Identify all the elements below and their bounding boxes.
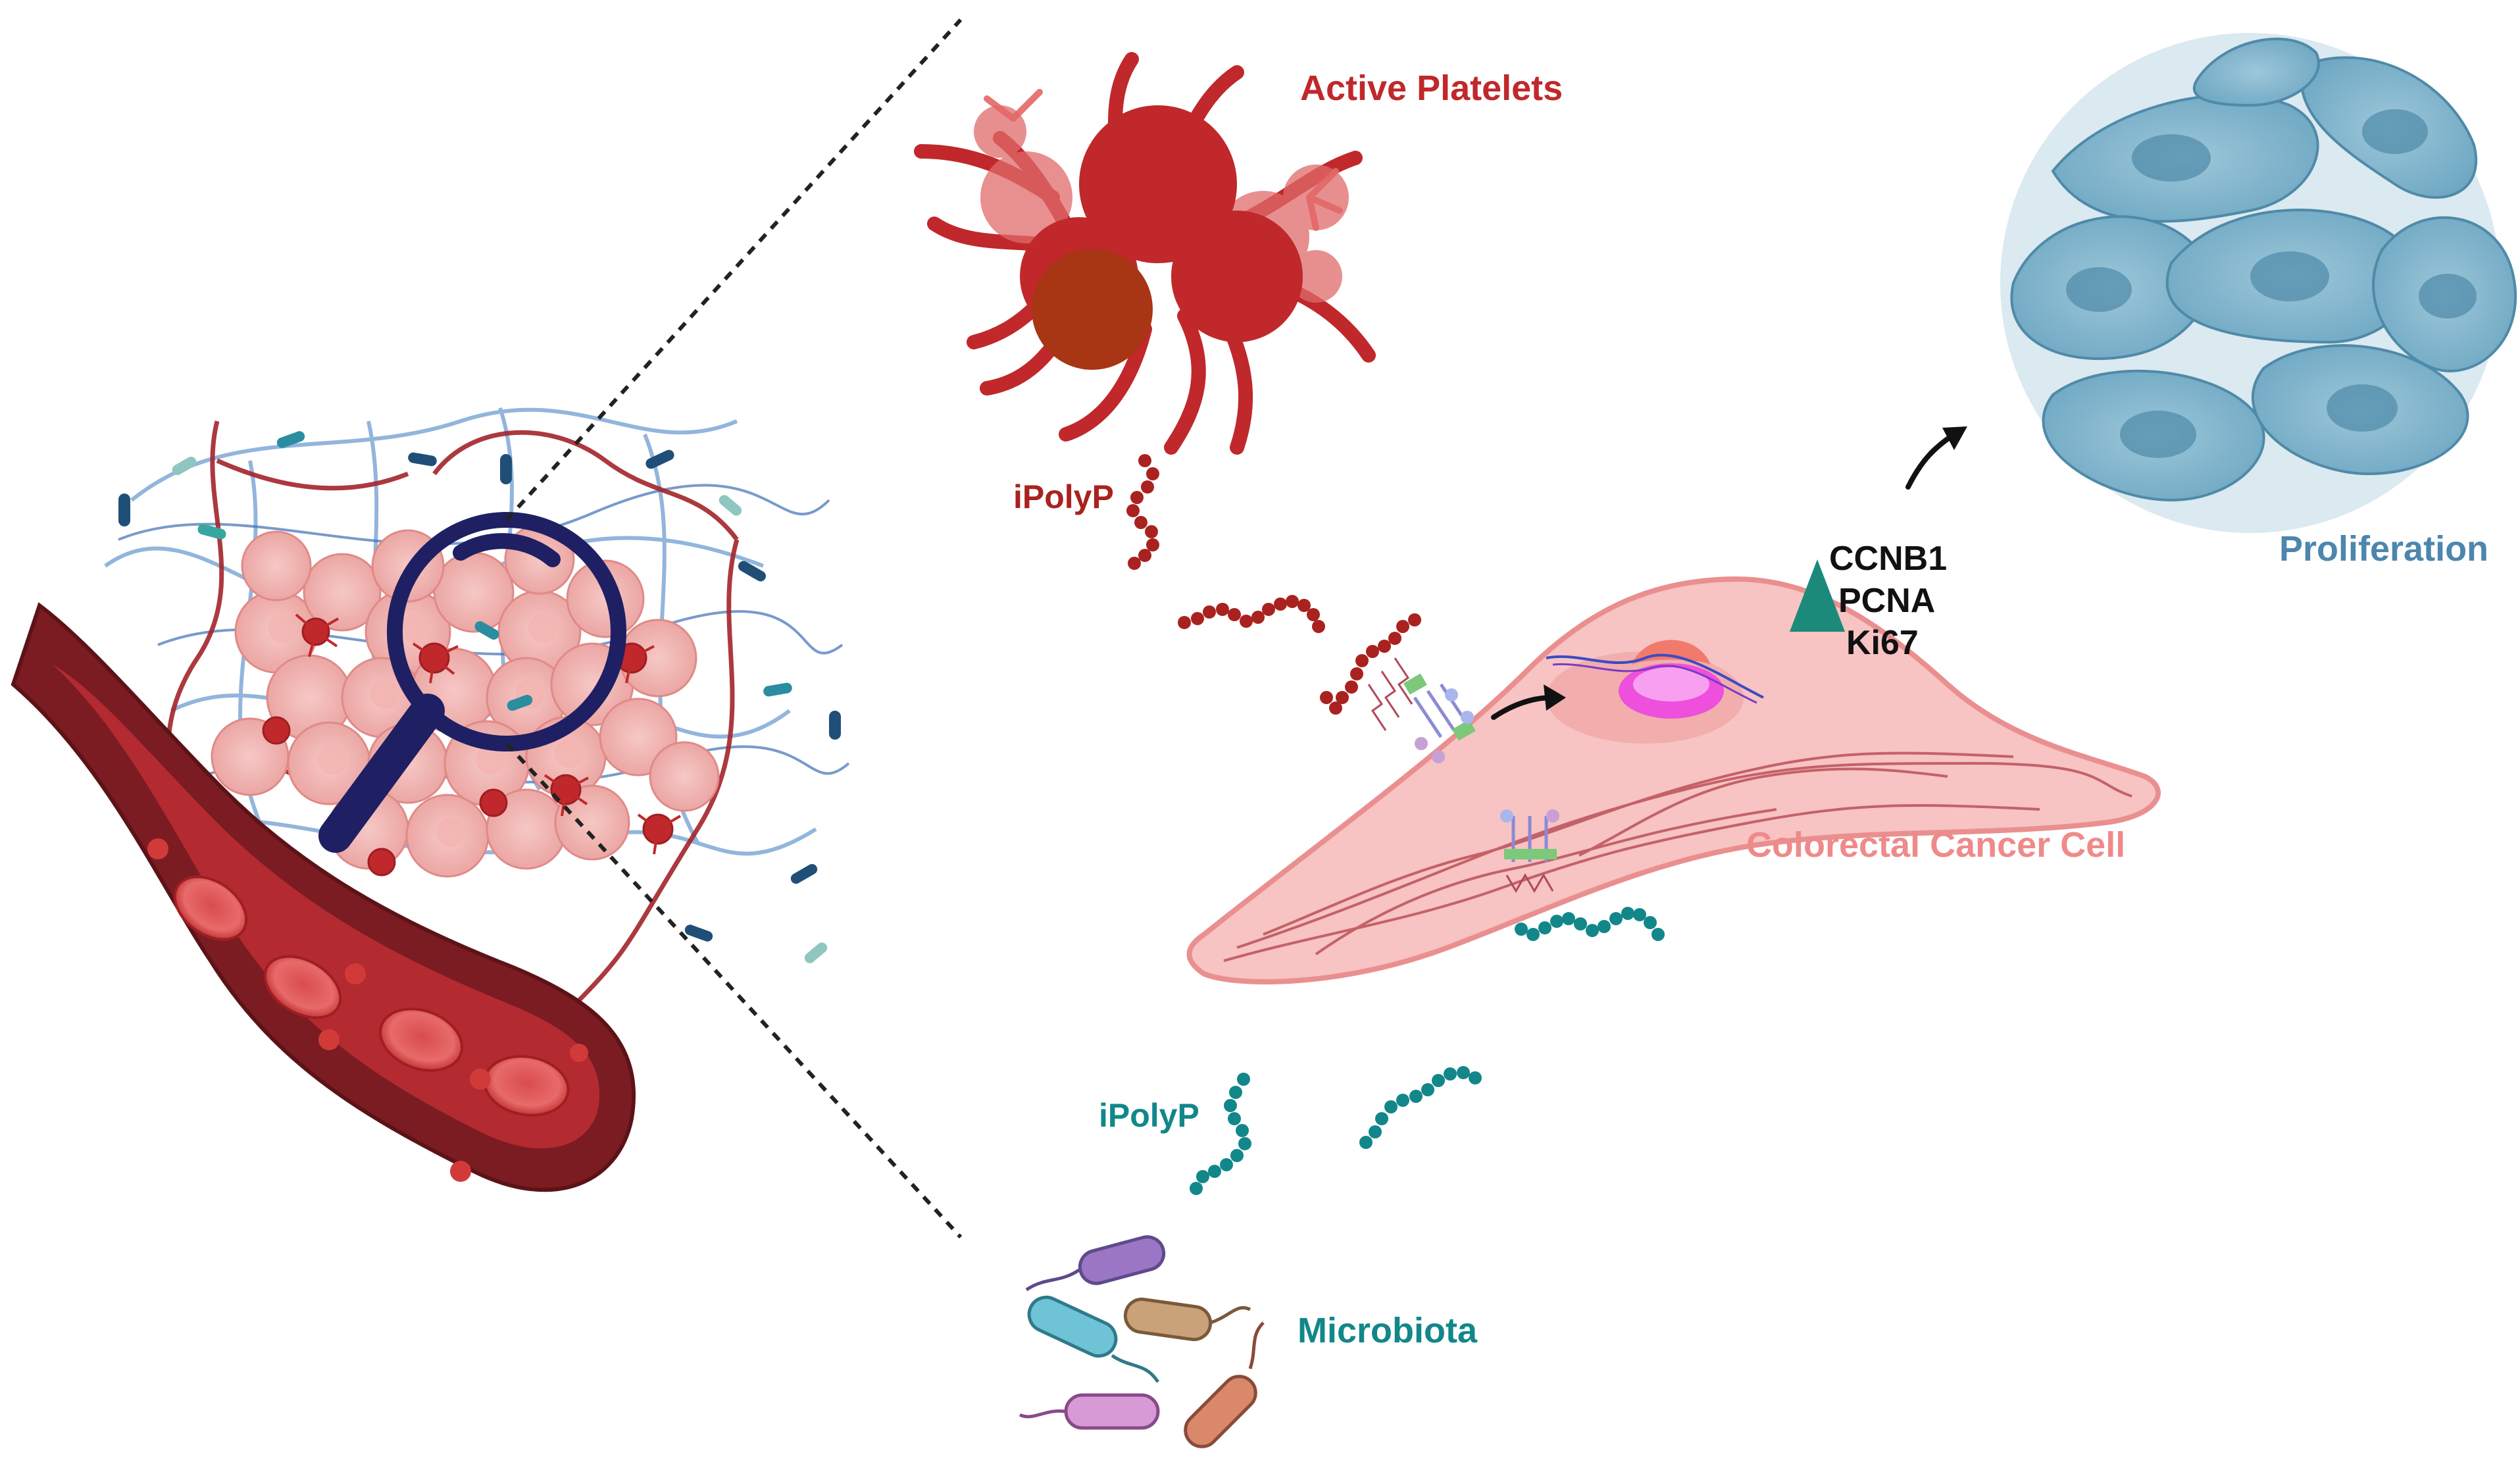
marker-pcna-label: PCNA <box>1838 582 1935 620</box>
ipolyp-chain-microbe <box>1190 1066 1482 1195</box>
cancer-cell-label: Colorectal Cancer Cell <box>1746 825 2125 865</box>
cancer-cell <box>1190 579 2159 982</box>
ipolyp-microbiota-label: iPolyP <box>1099 1097 1199 1134</box>
bacterium-tan <box>1123 1297 1250 1342</box>
microbiota-label: Microbiota <box>1298 1311 1478 1350</box>
ipolyp-chain-platelet <box>1126 454 1421 715</box>
proliferation-arrow <box>1908 426 1967 487</box>
microbiota-group <box>1020 1066 1482 1454</box>
tumor-microenvironment <box>13 408 849 1190</box>
marker-ccnb1-label: CCNB1 <box>1829 540 1947 578</box>
active-platelets <box>921 59 1421 715</box>
ipolyp-platelet-label: iPolyP <box>1013 478 1114 515</box>
active-platelets-label: Active Platelets <box>1300 68 1563 108</box>
bacterium-purple <box>1026 1233 1167 1290</box>
bacterium-orange <box>1178 1323 1263 1454</box>
bacterium-pink <box>1020 1395 1158 1428</box>
marker-ki67-label: Ki67 <box>1846 624 1919 662</box>
proliferation-label: Proliferation <box>2279 529 2488 569</box>
proliferation-cluster <box>2000 33 2515 533</box>
